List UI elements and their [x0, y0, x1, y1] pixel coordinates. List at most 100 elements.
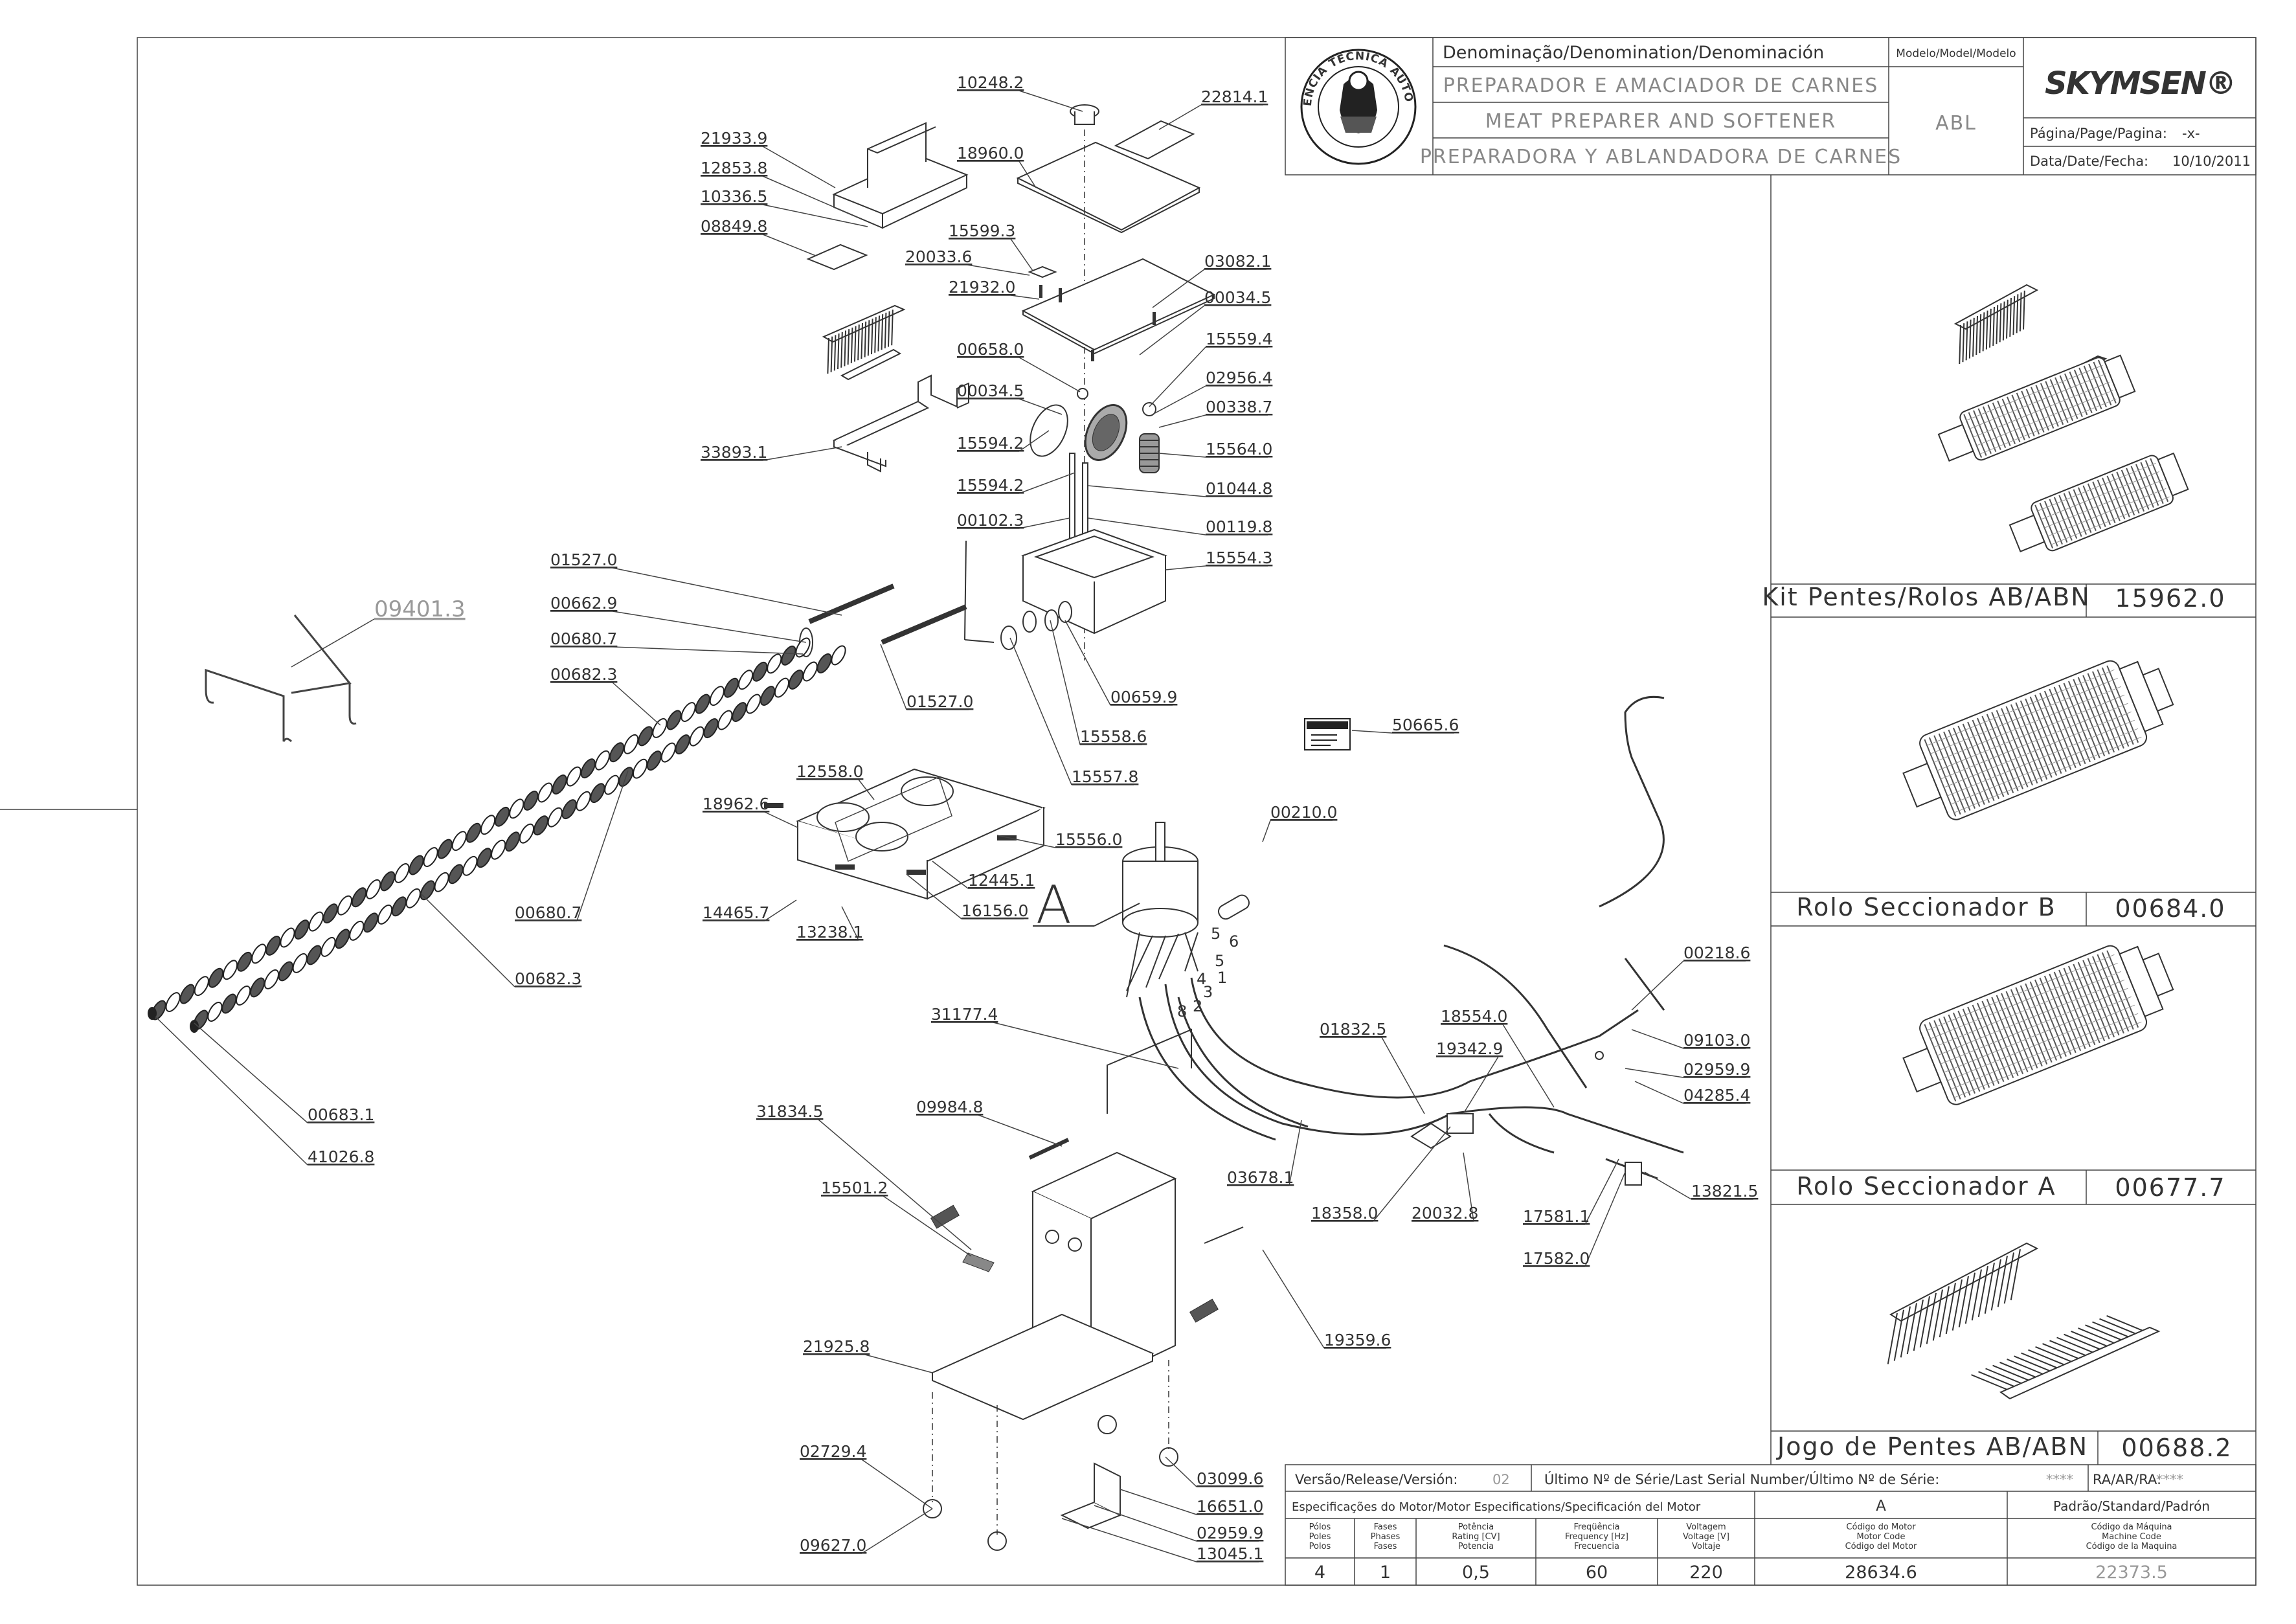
part-label: 13045.1	[1197, 1544, 1263, 1563]
version-label: Versão/Release/Versión:	[1295, 1472, 1458, 1487]
part-label: 21925.8	[803, 1337, 870, 1356]
title-es: PREPARADORA Y ABLANDADORA DE CARNES	[1420, 146, 1902, 168]
title-en: MEAT PREPARER AND SOFTENER	[1485, 110, 1836, 133]
part-label: 00662.9	[550, 594, 617, 613]
part-label: 01527.0	[906, 692, 973, 711]
part-label: 00102.3	[957, 511, 1024, 530]
part-label: 18358.0	[1311, 1204, 1378, 1223]
date-value: 10/10/2011	[2172, 153, 2251, 169]
part-label: 03678.1	[1227, 1168, 1294, 1187]
kit-name-1: Kit Pentes/Rolos AB/ABN	[1762, 583, 2090, 611]
roller-a-art	[1902, 945, 2174, 1105]
serial-value: ****	[2046, 1472, 2073, 1487]
wire-number: 5	[1211, 925, 1221, 943]
spec-value: 220	[1689, 1562, 1723, 1583]
part-label: 02959.9	[1683, 1060, 1750, 1079]
part-label: 14465.7	[703, 903, 769, 922]
part-label: 00683.1	[308, 1105, 374, 1124]
part-label: 20033.6	[905, 247, 972, 266]
part-label: 08849.8	[701, 217, 767, 236]
part-label: 15594.2	[957, 476, 1024, 495]
part-label: 15594.2	[957, 434, 1024, 453]
part-label: 00218.6	[1683, 943, 1750, 962]
part-label: 18962.6	[703, 795, 769, 813]
model-value: ABL	[1935, 112, 1977, 135]
spec-value: 28634.6	[1845, 1562, 1917, 1583]
cabinet-art	[923, 1028, 1244, 1551]
part-label: 00034.5	[1204, 288, 1271, 307]
part-label: 19342.9	[1436, 1039, 1503, 1058]
wire-number: 4	[1197, 970, 1206, 988]
comb-set-art	[1887, 1242, 2161, 1400]
part-label: 16651.0	[1197, 1497, 1263, 1516]
page-value: -x-	[2182, 126, 2200, 141]
part-label: 33893.1	[701, 443, 767, 462]
kit-code-2: 00684.0	[2115, 894, 2225, 923]
wire-number: 8	[1177, 1002, 1187, 1021]
spec-value: 1	[1380, 1562, 1391, 1583]
part-label: 50665.6	[1392, 716, 1459, 734]
part-label: 09103.0	[1683, 1031, 1750, 1050]
model-label: Modelo/Model/Modelo	[1896, 47, 2016, 60]
motor-spec-label: Especificações do Motor/Motor Especifica…	[1292, 1500, 1701, 1514]
part-label: 22814.1	[1201, 87, 1268, 106]
spec-value: 4	[1314, 1562, 1325, 1583]
page-label: Página/Page/Pagina:	[2030, 126, 2167, 141]
wire-number: 3	[1203, 983, 1213, 1001]
part-label: 03099.6	[1197, 1469, 1263, 1488]
ra-value: ****	[2156, 1472, 2183, 1487]
hook-part	[205, 615, 357, 743]
wire-number: 2	[1193, 997, 1202, 1015]
spec-value: 0,5	[1462, 1562, 1490, 1583]
kit-code-1: 15962.0	[2115, 584, 2225, 613]
kit-comb-roller-art	[1937, 284, 2189, 552]
part-label: 02956.4	[1206, 368, 1272, 387]
part-label: 20032.8	[1412, 1204, 1478, 1223]
part-label: 01044.8	[1206, 479, 1272, 498]
part-label: 00338.7	[1206, 398, 1272, 416]
part-label: 18554.0	[1441, 1007, 1507, 1026]
roller-b-art	[1902, 660, 2174, 820]
part-label: 31834.5	[756, 1102, 823, 1121]
spec-value: 60	[1586, 1562, 1608, 1583]
part-label: 21932.0	[949, 278, 1015, 297]
part-label: 01527.0	[550, 550, 617, 569]
kit-code-4: 00688.2	[2121, 1434, 2232, 1462]
wire-number: 5	[1215, 952, 1224, 970]
kit-code-3: 00677.7	[2115, 1173, 2225, 1202]
part-label: 15501.2	[821, 1179, 888, 1197]
spec-value: 22373.5	[2095, 1562, 2168, 1583]
standard-label: Padrão/Standard/Padrón	[2053, 1498, 2210, 1514]
part-label: 09984.8	[916, 1098, 983, 1116]
part-label: 04285.4	[1683, 1086, 1750, 1105]
part-label: 17582.0	[1523, 1249, 1590, 1268]
part-label: 03082.1	[1204, 252, 1271, 271]
ra-label: RA/AR/RA:	[2093, 1472, 2161, 1487]
part-label: 00680.7	[550, 629, 617, 648]
date-label: Data/Date/Fecha:	[2030, 153, 2148, 169]
part-label: 00682.3	[515, 969, 581, 988]
part-label: 00682.3	[550, 665, 617, 684]
part-label: 10336.5	[701, 187, 767, 206]
part-label: 13821.5	[1691, 1182, 1758, 1201]
part-label: 15564.0	[1206, 440, 1272, 458]
part-label: 02959.9	[1197, 1524, 1263, 1542]
part-label: 00210.0	[1270, 803, 1337, 822]
part-label: 01832.5	[1320, 1020, 1386, 1039]
part-label: 41026.8	[308, 1147, 374, 1166]
part-label: 09627.0	[800, 1536, 866, 1555]
top-assembly	[799, 104, 1216, 660]
part-label: 00680.7	[515, 903, 581, 922]
denomination-label: Denominação/Denomination/Denominación	[1443, 43, 1824, 63]
part-label: 12445.1	[968, 871, 1035, 890]
part-label: 15556.0	[1055, 830, 1122, 849]
part-label: 00659.9	[1110, 688, 1177, 706]
title-pt: PREPARADOR E AMACIADOR DE CARNES	[1443, 74, 1878, 97]
